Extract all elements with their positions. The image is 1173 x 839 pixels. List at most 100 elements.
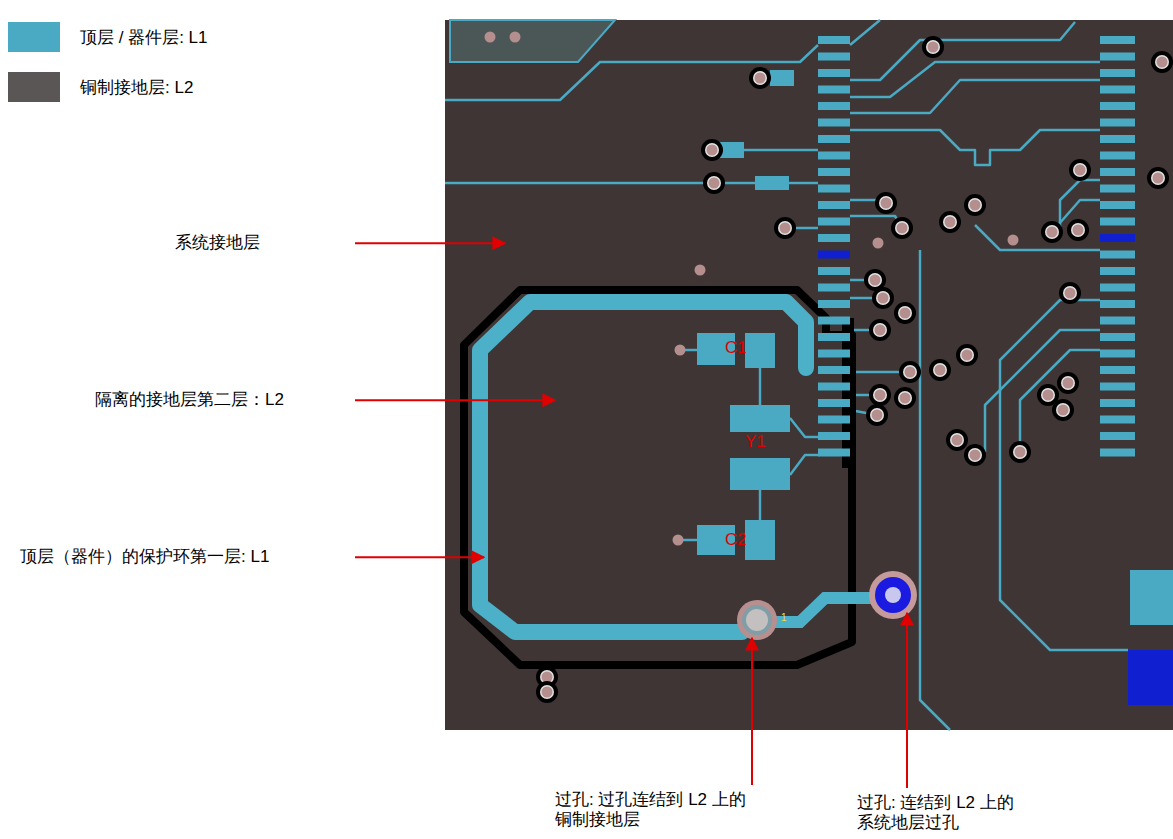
- via-ring: [968, 198, 982, 212]
- via: [1057, 372, 1079, 394]
- via-ring: [943, 215, 957, 229]
- via-ring: [870, 408, 884, 422]
- legend-row: 顶层 / 器件层: L1: [8, 22, 208, 52]
- via-clearance: [964, 444, 986, 466]
- via: [1147, 167, 1169, 189]
- via: [956, 344, 978, 366]
- via-hole: [952, 435, 963, 446]
- ic-pin: [818, 69, 850, 77]
- via: [1008, 235, 1019, 246]
- via: [1009, 441, 1031, 463]
- guard-ring: [480, 302, 806, 632]
- ic-pin: [1100, 168, 1135, 176]
- via-clearance: [701, 139, 723, 161]
- leader-arrow: [751, 638, 753, 785]
- via-hole: [945, 217, 956, 228]
- pad-group: [697, 70, 794, 560]
- via-hole: [707, 145, 718, 156]
- via-clearance: [1057, 372, 1079, 394]
- region-label: 系统接地层: [175, 233, 260, 253]
- via-hole: [970, 200, 981, 211]
- via-ring: [707, 176, 721, 190]
- via-hole: [900, 393, 911, 404]
- ic-pin: [1100, 218, 1135, 226]
- via-hole: [970, 450, 981, 461]
- ic-pin: [818, 119, 850, 127]
- component-pad: [720, 142, 744, 158]
- via-hole: [1075, 165, 1086, 176]
- ic-pin: [818, 251, 850, 259]
- via: [510, 32, 521, 43]
- pin-group: [818, 36, 1135, 457]
- via: [866, 404, 888, 426]
- via-ring: [1155, 55, 1169, 69]
- component-pad: [730, 458, 790, 490]
- legend-text: 顶层 / 器件层: L1: [80, 26, 208, 49]
- via-hole: [870, 275, 881, 286]
- ic-pin: [1100, 69, 1135, 77]
- via-clearance: [875, 192, 897, 214]
- via-hole: [485, 32, 496, 43]
- part-name: C2: [725, 530, 747, 550]
- ic-pin: [1100, 416, 1135, 424]
- thermal-via: [737, 600, 777, 640]
- via-clearance: [946, 429, 968, 451]
- part-name: C1: [725, 338, 747, 358]
- ic-pin: [818, 317, 850, 325]
- via-clearance: [939, 211, 961, 233]
- via-ring: [903, 365, 917, 379]
- copper-trace: [985, 330, 1100, 452]
- via: [1151, 51, 1173, 73]
- copper-trace: [445, 45, 818, 100]
- via-clearance: [1037, 384, 1059, 406]
- via-hole: [755, 73, 766, 84]
- via: [964, 444, 986, 466]
- via-clearance: [929, 359, 951, 381]
- copper-trace: [790, 418, 820, 437]
- ic-pin: [818, 135, 850, 143]
- via-clearance: [1067, 219, 1089, 241]
- via-ring: [933, 363, 947, 377]
- ic-pin: [818, 102, 850, 110]
- copper-trace: [1020, 350, 1100, 452]
- legend-swatch: [8, 22, 60, 52]
- via-hole: [935, 365, 946, 376]
- via-hole: [873, 238, 884, 249]
- via: [872, 287, 894, 309]
- via: [899, 361, 921, 383]
- via-hole: [905, 367, 916, 378]
- via-ring: [960, 348, 974, 362]
- ic-pin: [818, 383, 850, 391]
- via: [703, 172, 725, 194]
- via-clearance: [894, 302, 916, 324]
- via-clearance: [899, 361, 921, 383]
- ic-pin: [1100, 53, 1135, 61]
- ic-pin: [818, 218, 850, 226]
- ic-pin: [818, 416, 850, 424]
- ic-pin: [1100, 36, 1135, 44]
- via: [964, 194, 986, 216]
- via-hole: [1073, 225, 1084, 236]
- via-ring: [895, 221, 909, 235]
- thermal-relief: [737, 600, 777, 640]
- ic-pin: [1100, 350, 1135, 358]
- ic-pin: [1100, 449, 1135, 457]
- via: [873, 238, 884, 249]
- ic-pin: [818, 366, 850, 374]
- via-hole: [1047, 227, 1058, 238]
- via-ring: [926, 40, 940, 54]
- ic-pin: [1100, 119, 1135, 127]
- via-ring: [753, 71, 767, 85]
- trace-group: [445, 20, 1128, 730]
- region-label: 隔离的接地层第二层：L2: [95, 390, 284, 410]
- via-clearance: [866, 404, 888, 426]
- via-clearance: [922, 36, 944, 58]
- via: [869, 384, 891, 406]
- via-clearance: [891, 217, 913, 239]
- leader-arrow: [906, 613, 908, 788]
- component-pad: [730, 405, 790, 432]
- via-hole: [675, 345, 686, 356]
- copper-trace: [850, 22, 1075, 80]
